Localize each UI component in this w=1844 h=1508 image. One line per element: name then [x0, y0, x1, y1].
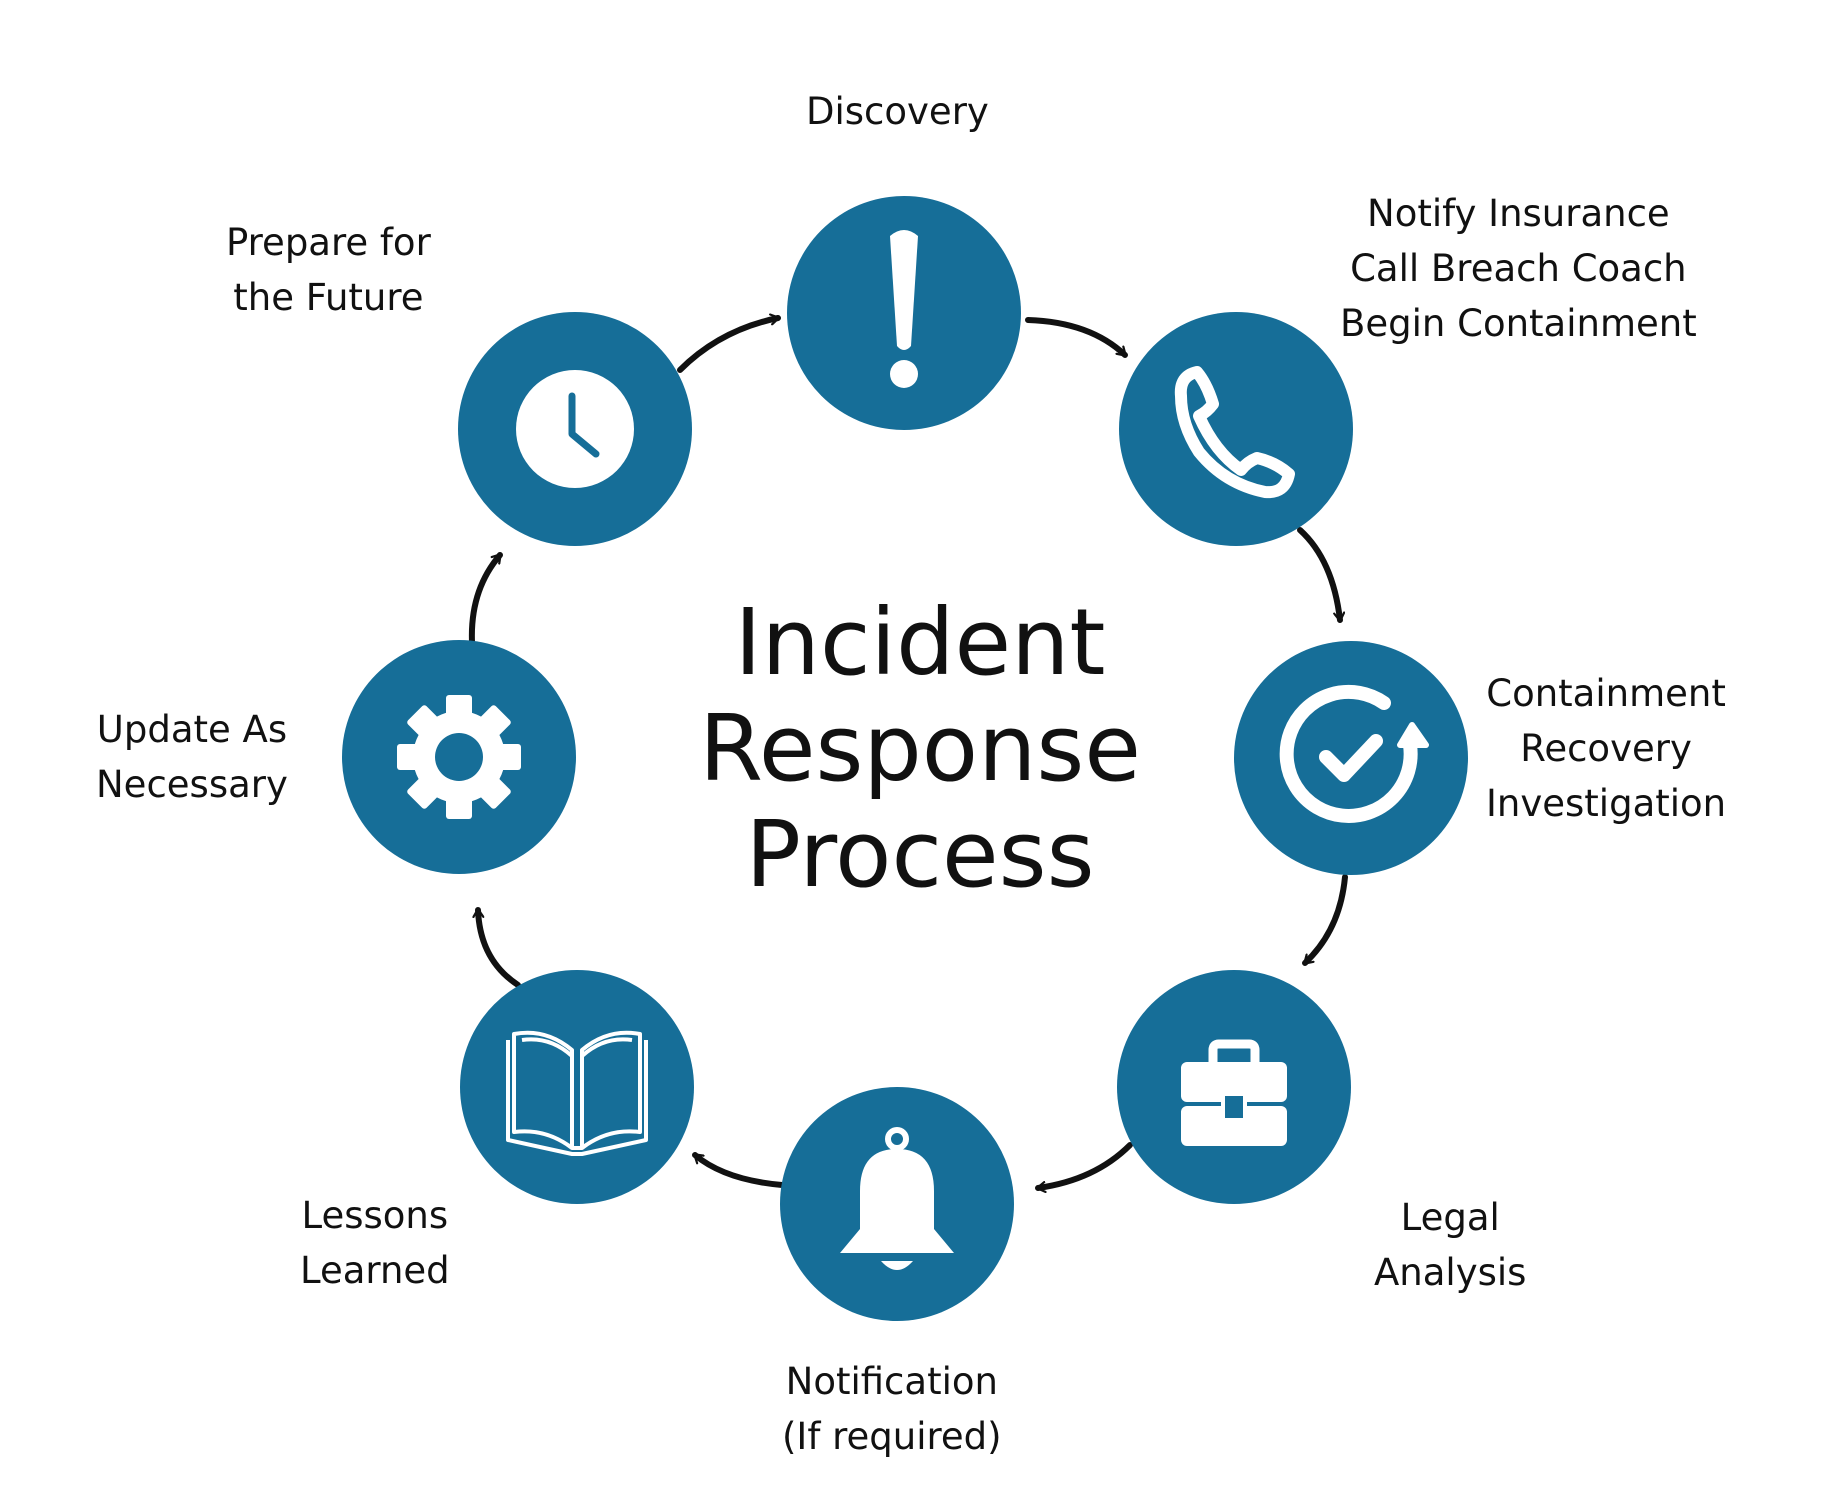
arrow-discovery-to-notify [1025, 317, 1128, 358]
arrow-lessons-to-update [478, 907, 521, 988]
clock-icon [516, 370, 634, 488]
node-legal [1117, 970, 1351, 1204]
label-prepare: Prepare for the Future [226, 221, 431, 319]
exclamation-icon [890, 230, 918, 388]
phone-icon [1174, 366, 1295, 499]
label-update: Update As Necessary [96, 708, 288, 806]
node-notification [780, 1087, 1014, 1321]
label-discovery: Discovery [806, 90, 989, 133]
node-lessons [460, 970, 694, 1204]
node-discovery [787, 196, 1021, 430]
book-icon [506, 1030, 648, 1156]
arrow-update-to-prepare [468, 552, 503, 645]
arrow-prepare-to-discovery [677, 318, 781, 373]
gear-icon [397, 695, 521, 819]
arrow-containment-to-legal [1302, 874, 1348, 966]
label-notify: Notify Insurance Call Breach Coach Begin… [1340, 192, 1697, 345]
label-containment: Containment Recovery Investigation [1486, 672, 1727, 825]
bell-icon [840, 1127, 954, 1270]
arrow-notification-to-lessons [692, 1152, 785, 1188]
briefcase-icon [1181, 1039, 1287, 1146]
label-lessons: Lessons Learned [300, 1194, 450, 1292]
label-notification: Notification (If required) [782, 1360, 1002, 1458]
node-update [342, 640, 576, 874]
label-legal: Legal Analysis [1374, 1196, 1527, 1294]
arrow-legal-to-notification [1035, 1142, 1133, 1188]
diagram-title: Incident Response Process [699, 589, 1141, 908]
refresh-check-icon [1279, 684, 1429, 823]
node-prepare [458, 312, 692, 546]
node-containment [1234, 641, 1468, 875]
node-notify [1119, 312, 1353, 546]
arrow-notify-to-containment [1297, 527, 1340, 623]
